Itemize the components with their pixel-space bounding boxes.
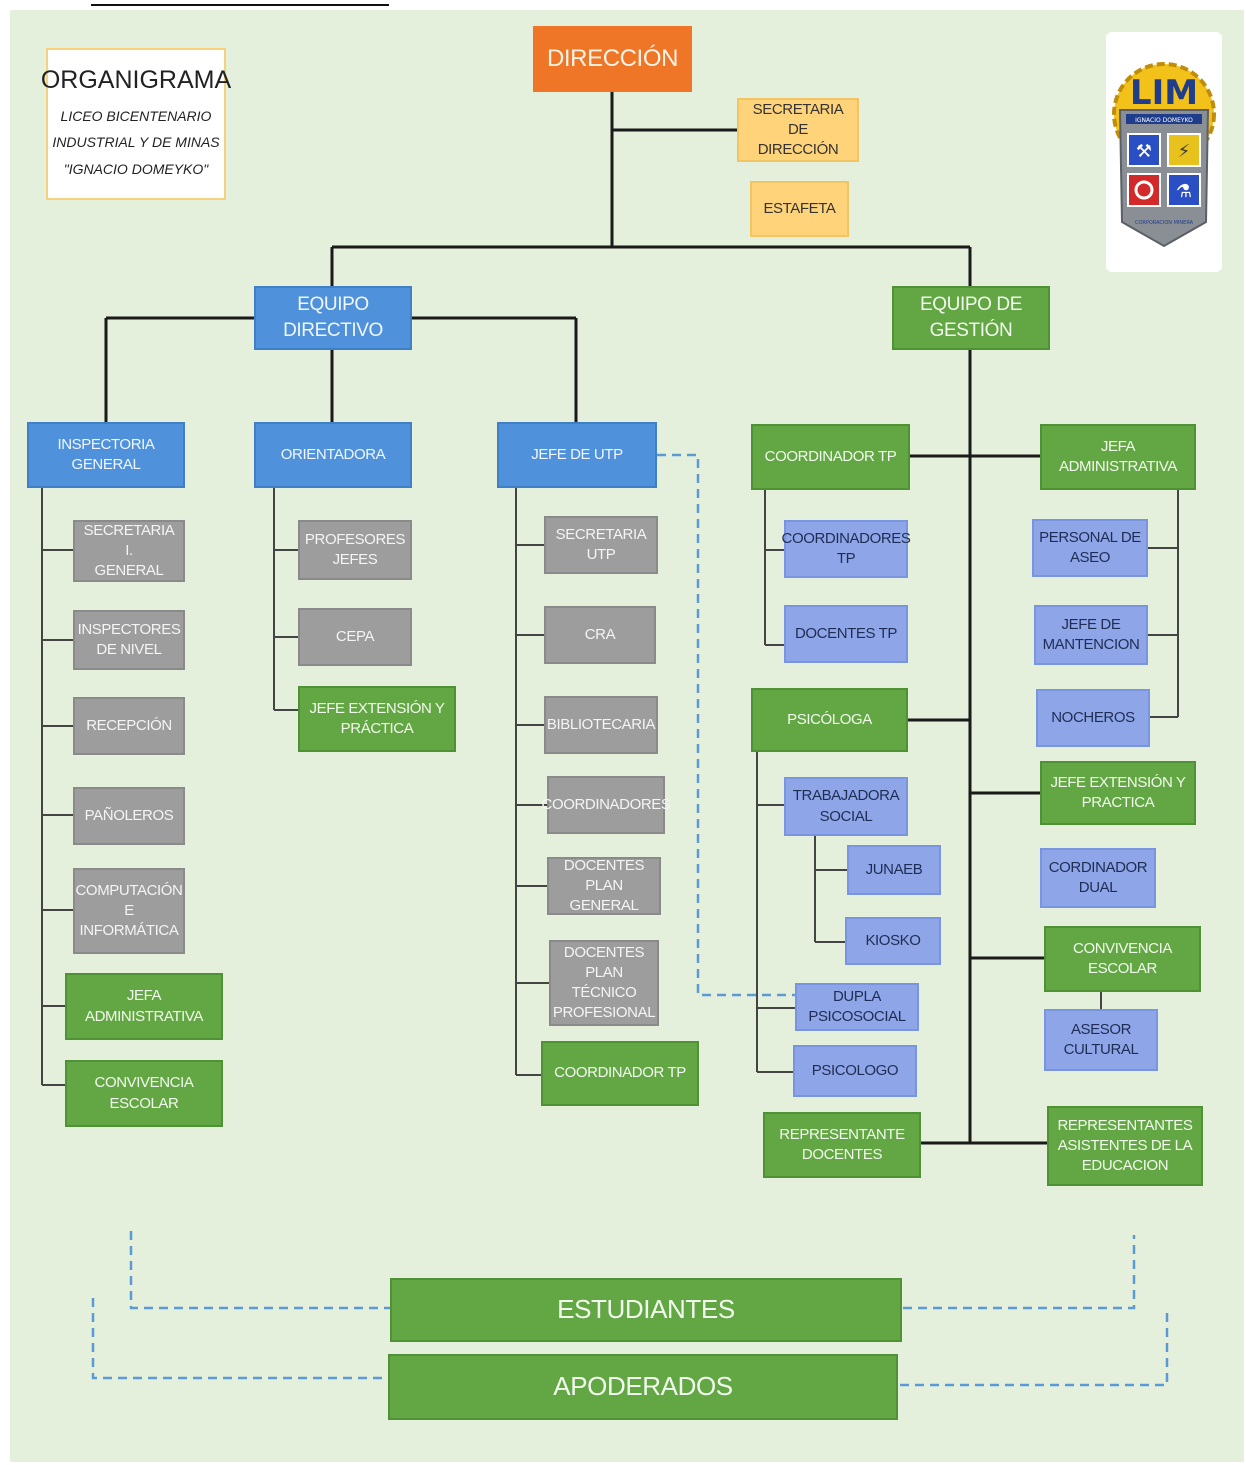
node-junaeb: JUNAEB — [847, 845, 941, 895]
node-dupla-psicosocial: DUPLA PSICOSOCIAL — [795, 983, 919, 1031]
node-inspectoria-general: INSPECTORIA GENERAL — [27, 422, 185, 488]
node-panoleros: PAÑOLEROS — [73, 787, 185, 845]
node-estafeta: ESTAFETA — [750, 181, 849, 237]
node-recepcion: RECEPCIÓN — [73, 697, 185, 755]
node-direccion: DIRECCIÓN — [533, 26, 692, 92]
node-jefa-administrativa-left: JEFA ADMINISTRATIVA — [65, 973, 223, 1040]
chart-title-box: ORGANIGRAMA LICEO BICENTENARIO INDUSTRIA… — [41, 48, 231, 200]
node-convivencia-escolar-left: CONVIVENCIA ESCOLAR — [65, 1060, 223, 1127]
school-name-line-2: INDUSTRIAL Y DE MINAS — [52, 134, 220, 151]
school-name-line-1: LICEO BICENTENARIO — [60, 107, 212, 124]
node-coordinadores-tp: COORDINADORES TP — [782, 520, 911, 578]
svg-text:⚡: ⚡ — [1178, 141, 1191, 162]
node-estudiantes: ESTUDIANTES — [390, 1278, 902, 1342]
node-jefe-mantencion: JEFE DE MANTENCION — [1034, 605, 1148, 665]
node-asesor-cultural: ASESOR CULTURAL — [1044, 1009, 1158, 1071]
svg-text:CORPORACION MINERA: CORPORACION MINERA — [1135, 220, 1194, 226]
node-bibliotecaria: BIBLIOTECARIA — [544, 696, 658, 754]
node-secretaria-direccion: SECRETARIA DE DIRECCIÓN — [737, 98, 859, 162]
school-name-line-3: "IGNACIO DOMEYKO" — [63, 160, 209, 177]
node-profesores-jefes: PROFESORES JEFES — [298, 520, 412, 580]
node-docentes-plan-tecnico: DOCENTES PLAN TÉCNICO PROFESIONAL — [549, 940, 659, 1026]
node-cra: CRA — [544, 606, 656, 664]
node-cepa: CEPA — [298, 608, 412, 666]
node-coordinadores: COORDINADORES — [542, 776, 671, 834]
svg-text:IGNACIO DOMEYKO: IGNACIO DOMEYKO — [1135, 117, 1193, 124]
svg-text:⚒: ⚒ — [1136, 141, 1152, 162]
school-name: LICEO BICENTENARIO INDUSTRIAL Y DE MINAS… — [52, 103, 219, 183]
node-trabajadora-social: TRABAJADORA SOCIAL — [784, 777, 908, 836]
node-equipo-directivo: EQUIPO DIRECTIVO — [254, 286, 412, 350]
node-secretaria-utp: SECRETARIA UTP — [544, 516, 658, 574]
node-equipo-gestion: EQUIPO DE GESTIÓN — [892, 286, 1050, 350]
node-inspectores-nivel: INSPECTORES DE NIVEL — [73, 610, 185, 670]
svg-text:⚗: ⚗ — [1176, 181, 1192, 202]
node-jefe-extension-practica-right: JEFE EXTENSIÓN Y PRACTICA — [1040, 761, 1196, 825]
chart-title: ORGANIGRAMA — [40, 65, 232, 94]
svg-text:LIM: LIM — [1130, 73, 1198, 113]
node-psicologo: PSICOLOGO — [793, 1045, 917, 1097]
node-coordinador-tp: COORDINADOR TP — [751, 424, 910, 490]
top-rule — [91, 4, 389, 6]
node-personal-aseo: PERSONAL DE ASEO — [1032, 519, 1148, 577]
node-jefe-utp: JEFE DE UTP — [497, 422, 657, 488]
node-secretaria-i-general: SECRETARIA I. GENERAL — [73, 520, 185, 582]
node-representantes-asistentes: REPRESENTANTES ASISTENTES DE LA EDUCACIO… — [1047, 1106, 1203, 1186]
node-orientadora: ORIENTADORA — [254, 422, 412, 488]
gear-emblem-icon: IGNACIO DOMEYKO LIM ⚒ ⚡ ⚗ CORPORACION MI… — [1112, 62, 1216, 248]
node-docentes-plan-general: DOCENTES PLAN GENERAL — [547, 857, 661, 915]
node-representante-docentes: REPRESENTANTE DOCENTES — [763, 1112, 921, 1178]
node-jefe-extension-practica-mid: JEFE EXTENSIÓN Y PRÁCTICA — [298, 686, 456, 752]
node-psicologa: PSICÓLOGA — [751, 688, 908, 752]
node-convivencia-escolar-right: CONVIVENCIA ESCOLAR — [1044, 926, 1201, 992]
node-docentes-tp: DOCENTES TP — [784, 605, 908, 663]
node-nocheros: NOCHEROS — [1036, 689, 1150, 747]
node-kiosko: KIOSKO — [845, 917, 941, 965]
node-coordinador-dual: CORDINADOR DUAL — [1040, 848, 1156, 908]
school-logo: IGNACIO DOMEYKO LIM ⚒ ⚡ ⚗ CORPORACION MI… — [1106, 32, 1222, 272]
node-jefa-administrativa-right: JEFA ADMINISTRATIVA — [1040, 424, 1196, 490]
node-coordinador-tp-utp: COORDINADOR TP — [541, 1041, 699, 1106]
node-apoderados: APODERADOS — [388, 1354, 898, 1420]
node-computacion: COMPUTACIÓN E INFORMÁTICA — [73, 868, 185, 954]
